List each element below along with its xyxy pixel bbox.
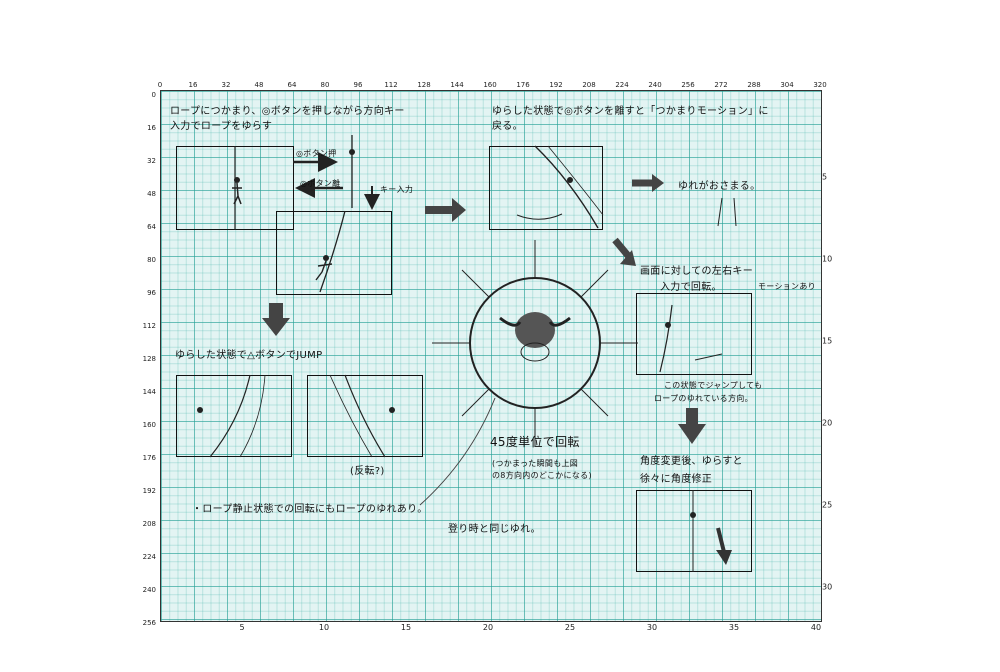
left-tick-label: 144 <box>142 388 156 396</box>
frame-jump-right <box>307 375 423 457</box>
top-tick-label: 224 <box>615 81 629 89</box>
note-top-left-line2: 入力でロープをゆらす <box>170 121 273 132</box>
top-tick-label: 160 <box>483 81 497 89</box>
bottom-tick-label: 5 <box>239 623 245 632</box>
left-tick-label: 240 <box>142 586 156 594</box>
left-tick-label: 128 <box>142 355 156 363</box>
right-tick-label: 20 <box>822 418 833 428</box>
top-tick-label: 112 <box>384 81 398 89</box>
note-same-as-climb: 登り時と同じゆれ。 <box>448 524 541 535</box>
note-rotate-45-sub1: (つかまった瞬間も上図 <box>492 459 579 468</box>
left-tick-label: 80 <box>147 256 156 264</box>
top-tick-label: 240 <box>648 81 662 89</box>
bottom-tick-label: 40 <box>810 623 822 632</box>
note-rotate-line1: 画面に対しての左右キー <box>640 266 753 277</box>
left-tick-label: 64 <box>147 223 156 231</box>
top-tick-label: 320 <box>813 81 827 89</box>
note-jump: ゆらした状態で△ボタンでJUMP <box>175 350 323 361</box>
frame-rope-swing <box>276 211 392 295</box>
top-tick-label: 256 <box>681 81 695 89</box>
left-tick-label: 0 <box>151 91 156 99</box>
top-tick-label: 304 <box>780 81 794 89</box>
frame-angle-correct <box>636 490 752 572</box>
left-tick-label: 256 <box>142 619 156 627</box>
bottom-tick-label: 20 <box>482 623 494 632</box>
top-tick-label: 176 <box>516 81 530 89</box>
left-tick-label: 48 <box>147 190 156 198</box>
right-tick-label: 30 <box>822 582 833 592</box>
top-tick-label: 192 <box>549 81 563 89</box>
left-tick-label: 96 <box>147 289 156 297</box>
note-top-left-line1: ロープにつかまり、◎ボタンを押しながら方向キー <box>170 106 405 117</box>
bottom-tick-label: 35 <box>728 623 740 632</box>
top-tick-label: 208 <box>582 81 596 89</box>
frame-release-swing <box>489 146 603 230</box>
top-tick-label: 288 <box>747 81 761 89</box>
right-tick-label: 5 <box>822 172 828 182</box>
note-jump-state-line1: この状態でジャンプしても <box>664 381 763 390</box>
bottom-tick-label: 30 <box>646 623 658 632</box>
note-button-push: ◎ボタン押 <box>296 149 337 158</box>
left-tick-label: 208 <box>142 520 156 528</box>
note-button-release: ◎ボタン離 <box>300 179 341 188</box>
note-rotate-45: 45度単位で回転 <box>490 435 580 449</box>
note-reverse-rotation: (反転?) <box>350 466 385 477</box>
left-tick-label: 224 <box>142 553 156 561</box>
top-tick-label: 80 <box>320 81 330 89</box>
top-tick-label: 96 <box>353 81 363 89</box>
top-tick-label: 64 <box>287 81 297 89</box>
top-tick-label: 0 <box>157 81 163 89</box>
left-tick-label: 32 <box>147 157 156 165</box>
left-tick-label: 176 <box>142 454 156 462</box>
top-tick-label: 272 <box>714 81 728 89</box>
right-tick-label: 10 <box>822 254 833 264</box>
left-tick-label: 192 <box>142 487 156 495</box>
note-angle-line2: 徐々に角度修正 <box>640 474 713 485</box>
top-tick-label: 144 <box>450 81 464 89</box>
bottom-tick-label: 10 <box>318 623 330 632</box>
bottom-tick-label: 25 <box>564 623 576 632</box>
top-tick-label: 48 <box>254 81 264 89</box>
note-top-mid-line2: 戻る。 <box>492 121 523 132</box>
note-key-input: キー入力 <box>380 185 414 194</box>
top-tick-label: 32 <box>221 81 231 89</box>
note-rotate-line2: 入力で回転。 <box>660 282 722 293</box>
frame-rotate <box>636 293 752 375</box>
frame-jump-left <box>176 375 292 457</box>
top-tick-label: 16 <box>188 81 198 89</box>
note-jump-state-line2: ロープのゆれている方向。 <box>654 394 753 403</box>
left-tick-label: 160 <box>142 421 156 429</box>
note-top-mid-line1: ゆらした状態で◎ボタンを離すと「つかまりモーション」に <box>492 106 769 117</box>
bottom-tick-label: 15 <box>400 623 412 632</box>
left-tick-label: 16 <box>147 124 156 132</box>
right-tick-label: 25 <box>822 500 833 510</box>
note-angle-line1: 角度変更後、ゆらすと <box>640 456 743 467</box>
note-rotate-45-sub2: の8方向内のどこかになる) <box>492 471 592 480</box>
left-tick-label: 112 <box>142 322 156 330</box>
top-tick-label: 128 <box>417 81 431 89</box>
note-rope-static: ・ロープ静止状態での回転にもロープのゆれあり。 <box>192 504 428 515</box>
note-motion-exists: モーションあり <box>758 282 816 291</box>
right-tick-label: 15 <box>822 336 833 346</box>
note-sway-settles: ゆれがおさまる。 <box>678 181 761 192</box>
